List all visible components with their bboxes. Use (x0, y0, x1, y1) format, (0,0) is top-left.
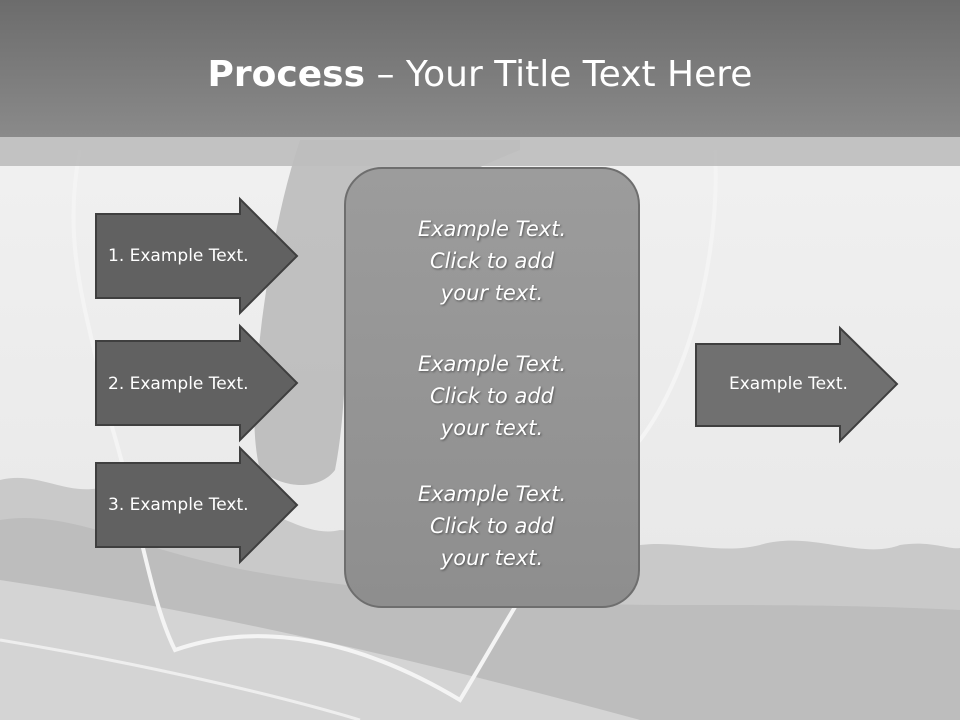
result-label: Example Text. (729, 374, 848, 394)
title-bold: Process (207, 54, 366, 95)
center-paragraph-2[interactable]: Example Text. Click to add your text. (344, 348, 640, 444)
step-label-2: 2. Example Text. (108, 374, 249, 394)
paragraph-line: Example Text. (417, 352, 567, 376)
paragraph-line: Click to add (429, 249, 554, 273)
center-text-box[interactable] (344, 167, 640, 608)
result-arrow[interactable] (695, 325, 899, 444)
step-label-3: 3. Example Text. (108, 495, 249, 515)
step-label-1: 1. Example Text. (108, 246, 249, 266)
paragraph-line: Example Text. (417, 217, 567, 241)
paragraph-line: your text. (440, 546, 544, 570)
center-paragraph-3[interactable]: Example Text. Click to add your text. (344, 478, 640, 574)
slide-title[interactable]: Process – Your Title Text Here (0, 52, 960, 98)
step-arrow-1[interactable] (95, 196, 299, 316)
step-arrow-3[interactable] (95, 445, 299, 565)
title-rest: – Your Title Text Here (365, 54, 753, 95)
paragraph-line: your text. (440, 281, 544, 305)
step-arrow-2[interactable] (95, 323, 299, 443)
paragraph-line: your text. (440, 416, 544, 440)
title-strip (0, 137, 960, 166)
center-paragraph-1[interactable]: Example Text. Click to add your text. (344, 213, 640, 309)
paragraph-line: Click to add (429, 514, 554, 538)
paragraph-line: Example Text. (417, 482, 567, 506)
title-bar (0, 0, 960, 137)
paragraph-line: Click to add (429, 384, 554, 408)
